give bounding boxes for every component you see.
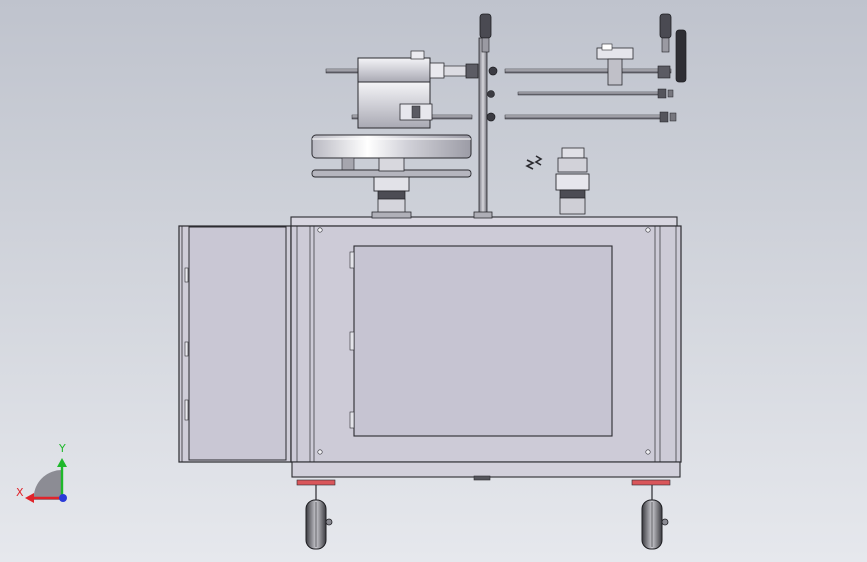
panel-screw <box>645 227 651 233</box>
base-bracket <box>473 475 491 481</box>
right-caster[interactable] <box>631 479 671 550</box>
panel-latch <box>349 411 355 429</box>
panel-latch <box>349 331 355 351</box>
panel-latch <box>349 251 355 269</box>
caster-axle <box>661 518 669 526</box>
hinge <box>184 399 189 421</box>
foot-pad <box>631 479 671 486</box>
drive-belt <box>675 29 687 83</box>
front-access-panel[interactable] <box>353 245 613 437</box>
triad-y-label: Y <box>59 442 66 455</box>
triad-plane <box>34 469 62 500</box>
triad-y-arrow <box>57 458 67 467</box>
triad-z-axis <box>59 494 67 502</box>
caster-axle <box>325 518 333 526</box>
left-cabinet[interactable] <box>178 225 292 463</box>
main-cabinet[interactable] <box>290 216 682 481</box>
small-spring-part <box>525 155 543 170</box>
panel-screw <box>317 449 323 455</box>
left-caster[interactable] <box>296 479 336 550</box>
sensor-right <box>659 13 672 39</box>
vertical-support-post[interactable] <box>473 13 493 219</box>
right-sensor-bracket[interactable] <box>596 13 687 86</box>
panel-screw <box>317 227 323 233</box>
lower-rod-assembly[interactable] <box>351 81 677 129</box>
left-fitting-stack[interactable] <box>371 157 412 219</box>
hinge <box>184 267 189 283</box>
middle-rod[interactable] <box>487 88 674 99</box>
panel-screw <box>645 449 651 455</box>
base-rail <box>291 461 681 478</box>
triad-x-label: X <box>16 486 24 499</box>
left-cabinet-door[interactable] <box>188 226 287 461</box>
upper-rod-assembly[interactable] <box>325 50 672 83</box>
coordinate-triad <box>25 458 67 503</box>
triad-x-arrow <box>25 493 34 503</box>
right-fitting-stack[interactable] <box>525 147 590 215</box>
pneumatic-cylinder-upper <box>357 57 431 83</box>
hinge <box>184 341 189 357</box>
foot-pad <box>296 479 336 486</box>
sensor-left <box>479 13 492 39</box>
flywheel-disc[interactable] <box>311 134 472 178</box>
